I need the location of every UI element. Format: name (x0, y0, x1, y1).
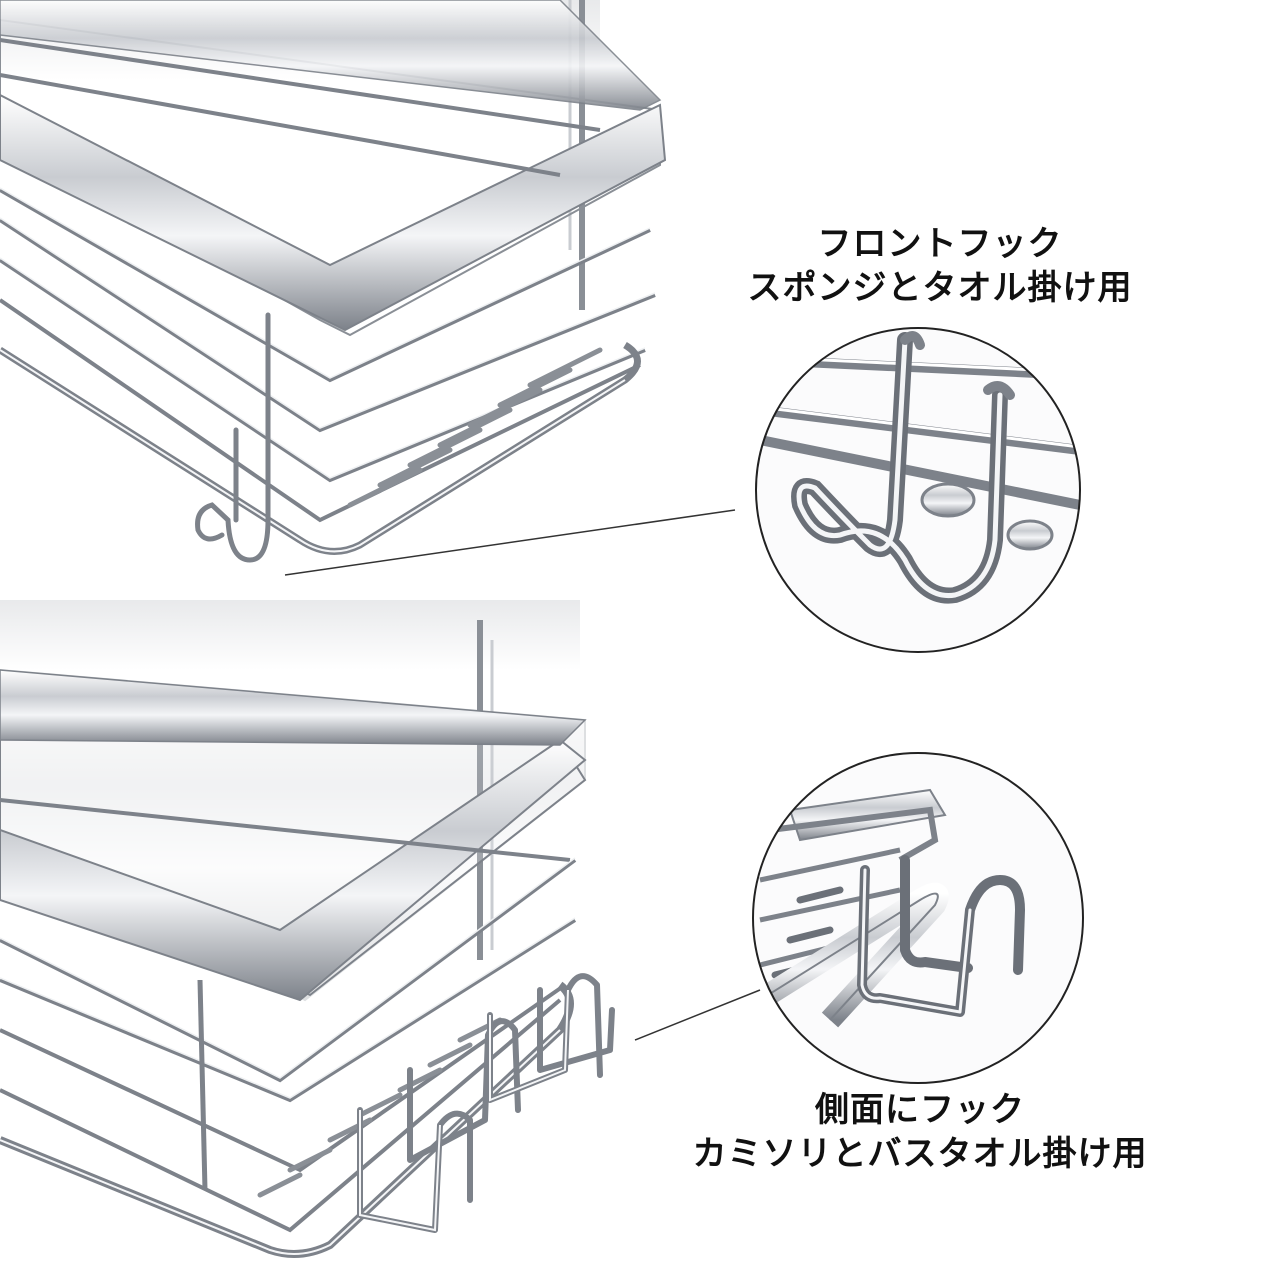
top-basket (0, 0, 667, 563)
callout-line-side (634, 989, 761, 1041)
side-hook-caption: 側面にフック カミソリとバスタオル掛け用 (660, 1088, 1180, 1176)
front-hook-caption-line2: スポンジとタオル掛け用 (747, 268, 1133, 308)
side-hook-zoom (752, 752, 1084, 1084)
front-hook-zoom (755, 327, 1081, 653)
front-hook-caption-line1: フロントフック (817, 224, 1063, 264)
side-hook-caption-line1: 側面にフック (815, 1090, 1025, 1130)
bottom-basket (0, 600, 615, 1258)
callout-line-front (284, 509, 736, 576)
side-hook-caption-line2: カミソリとバスタオル掛け用 (692, 1134, 1148, 1174)
front-hook-caption: フロントフック スポンジとタオル掛け用 (700, 222, 1180, 310)
